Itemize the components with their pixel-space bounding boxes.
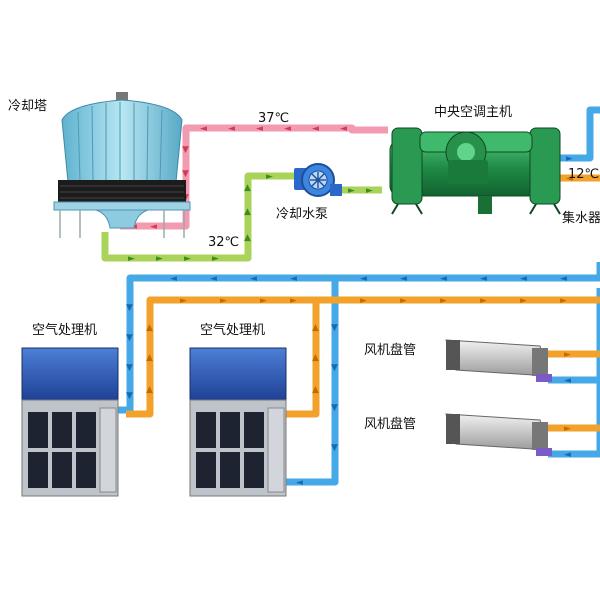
svg-text:▼: ▼ [126, 363, 133, 373]
svg-text:►: ► [348, 186, 355, 196]
water-collector-label: 集水器 [562, 211, 600, 226]
temp-37-label: 37℃ [258, 111, 290, 126]
svg-text:◄: ◄ [210, 274, 217, 284]
chilled-water-pipes [104, 106, 600, 486]
temp-12-label: 12℃ [568, 167, 600, 182]
cooling-tower-label: 冷却塔 [8, 99, 48, 114]
svg-text:◄: ◄ [250, 274, 257, 284]
svg-text:◄: ◄ [284, 124, 291, 134]
svg-text:◄: ◄ [296, 478, 303, 488]
hot-water-pipe [120, 124, 388, 230]
svg-text:►: ► [520, 296, 527, 306]
fcu-1 [445, 339, 552, 382]
fcu-icon [445, 413, 552, 456]
ahu-2-label: 空气处理机 [200, 323, 266, 338]
svg-text:▼: ▼ [331, 323, 338, 333]
svg-text:◄: ◄ [440, 274, 447, 284]
svg-text:◄: ◄ [566, 174, 573, 184]
ahu-2 [189, 347, 287, 497]
chiller-icon [389, 127, 561, 215]
svg-text:►: ► [360, 296, 367, 306]
svg-text:►: ► [480, 296, 487, 306]
fcu-1-label: 风机盘管 [364, 343, 417, 358]
svg-text:◄: ◄ [564, 376, 571, 386]
svg-text:◄: ◄ [150, 222, 157, 232]
svg-text:▲: ▲ [146, 385, 153, 395]
svg-text:◄: ◄ [256, 124, 263, 134]
svg-text:►: ► [220, 296, 227, 306]
svg-text:▼: ▼ [126, 333, 133, 343]
flow-arrows: ◄ ◄ ◄ ◄ ◄ ◄ ▼ ▼ ▼ ◄ ◄ ► ► ► ► ▲ ▲ ▲ ► ► ► ◄ ◄ ◄ ◄ ◄ ◄ ◄ ◄ ◄ ◄… [126, 124, 573, 488]
svg-text:►: ► [564, 424, 571, 434]
svg-text:◄: ◄ [480, 274, 487, 284]
svg-text:▲: ▲ [312, 323, 319, 333]
svg-text:▲: ▲ [312, 353, 319, 363]
svg-text:▼: ▼ [331, 403, 338, 413]
svg-text:◄: ◄ [520, 274, 527, 284]
chilled-supply-branch-ahu2 [268, 278, 339, 486]
svg-text:▼: ▼ [331, 363, 338, 373]
svg-text:◄: ◄ [290, 274, 297, 284]
svg-text:▲: ▲ [244, 183, 251, 193]
svg-text:►: ► [560, 296, 567, 306]
chiller-label: 中央空调主机 [434, 105, 513, 120]
svg-text:►: ► [290, 296, 297, 306]
svg-text:◄: ◄ [360, 274, 367, 284]
cool-water-pipe-lower [101, 172, 300, 262]
svg-text:►: ► [156, 254, 163, 264]
svg-text:◄: ◄ [200, 124, 207, 134]
fcu-icon [445, 339, 552, 382]
fcu-2 [445, 413, 552, 456]
svg-text:▲: ▲ [146, 353, 153, 363]
svg-text:◄: ◄ [170, 274, 177, 284]
cooling-tower-icon [53, 92, 191, 238]
chilled-supply-branch-fcu [548, 288, 600, 384]
svg-text:►: ► [212, 254, 219, 264]
fcu-2-label: 风机盘管 [364, 417, 417, 432]
svg-text:◄: ◄ [400, 274, 407, 284]
ahu-1-label: 空气处理机 [32, 323, 98, 338]
svg-text:►: ► [180, 296, 187, 306]
svg-text:▼: ▼ [126, 303, 133, 313]
svg-text:▼: ▼ [331, 443, 338, 453]
svg-text:◄: ◄ [560, 274, 567, 284]
svg-text:▲: ▲ [146, 323, 153, 333]
svg-text:◄: ◄ [228, 124, 235, 134]
svg-text:►: ► [400, 296, 407, 306]
svg-text:▲: ▲ [244, 207, 251, 217]
svg-text:►: ► [564, 350, 571, 360]
svg-text:►: ► [260, 296, 267, 306]
ahu-1 [21, 347, 119, 497]
svg-text:▼: ▼ [126, 391, 133, 401]
svg-text:▼: ▼ [182, 145, 189, 155]
chilled-supply-main [104, 262, 600, 414]
ahu-icon [189, 347, 287, 497]
svg-text:◄: ◄ [564, 450, 571, 460]
svg-text:◄: ◄ [340, 124, 347, 134]
chilled-supply-branch-fcu2 [548, 380, 600, 458]
svg-text:►: ► [184, 254, 191, 264]
cooling-pump-label: 冷却水泵 [276, 207, 329, 222]
svg-text:►: ► [366, 186, 373, 196]
chilled-return-main [126, 296, 600, 418]
svg-text:►: ► [566, 154, 573, 164]
svg-text:▲: ▲ [244, 233, 251, 243]
svg-text:▼: ▼ [182, 169, 189, 179]
svg-text:◄: ◄ [312, 124, 319, 134]
temp-32-label: 32℃ [208, 235, 240, 250]
svg-text:►: ► [128, 254, 135, 264]
svg-text:▲: ▲ [312, 385, 319, 395]
svg-text:►: ► [266, 172, 273, 182]
chiller-outlet-pipe [556, 106, 600, 162]
pump-icon [294, 163, 342, 197]
ahu-icon [21, 347, 119, 497]
svg-text:►: ► [440, 296, 447, 306]
